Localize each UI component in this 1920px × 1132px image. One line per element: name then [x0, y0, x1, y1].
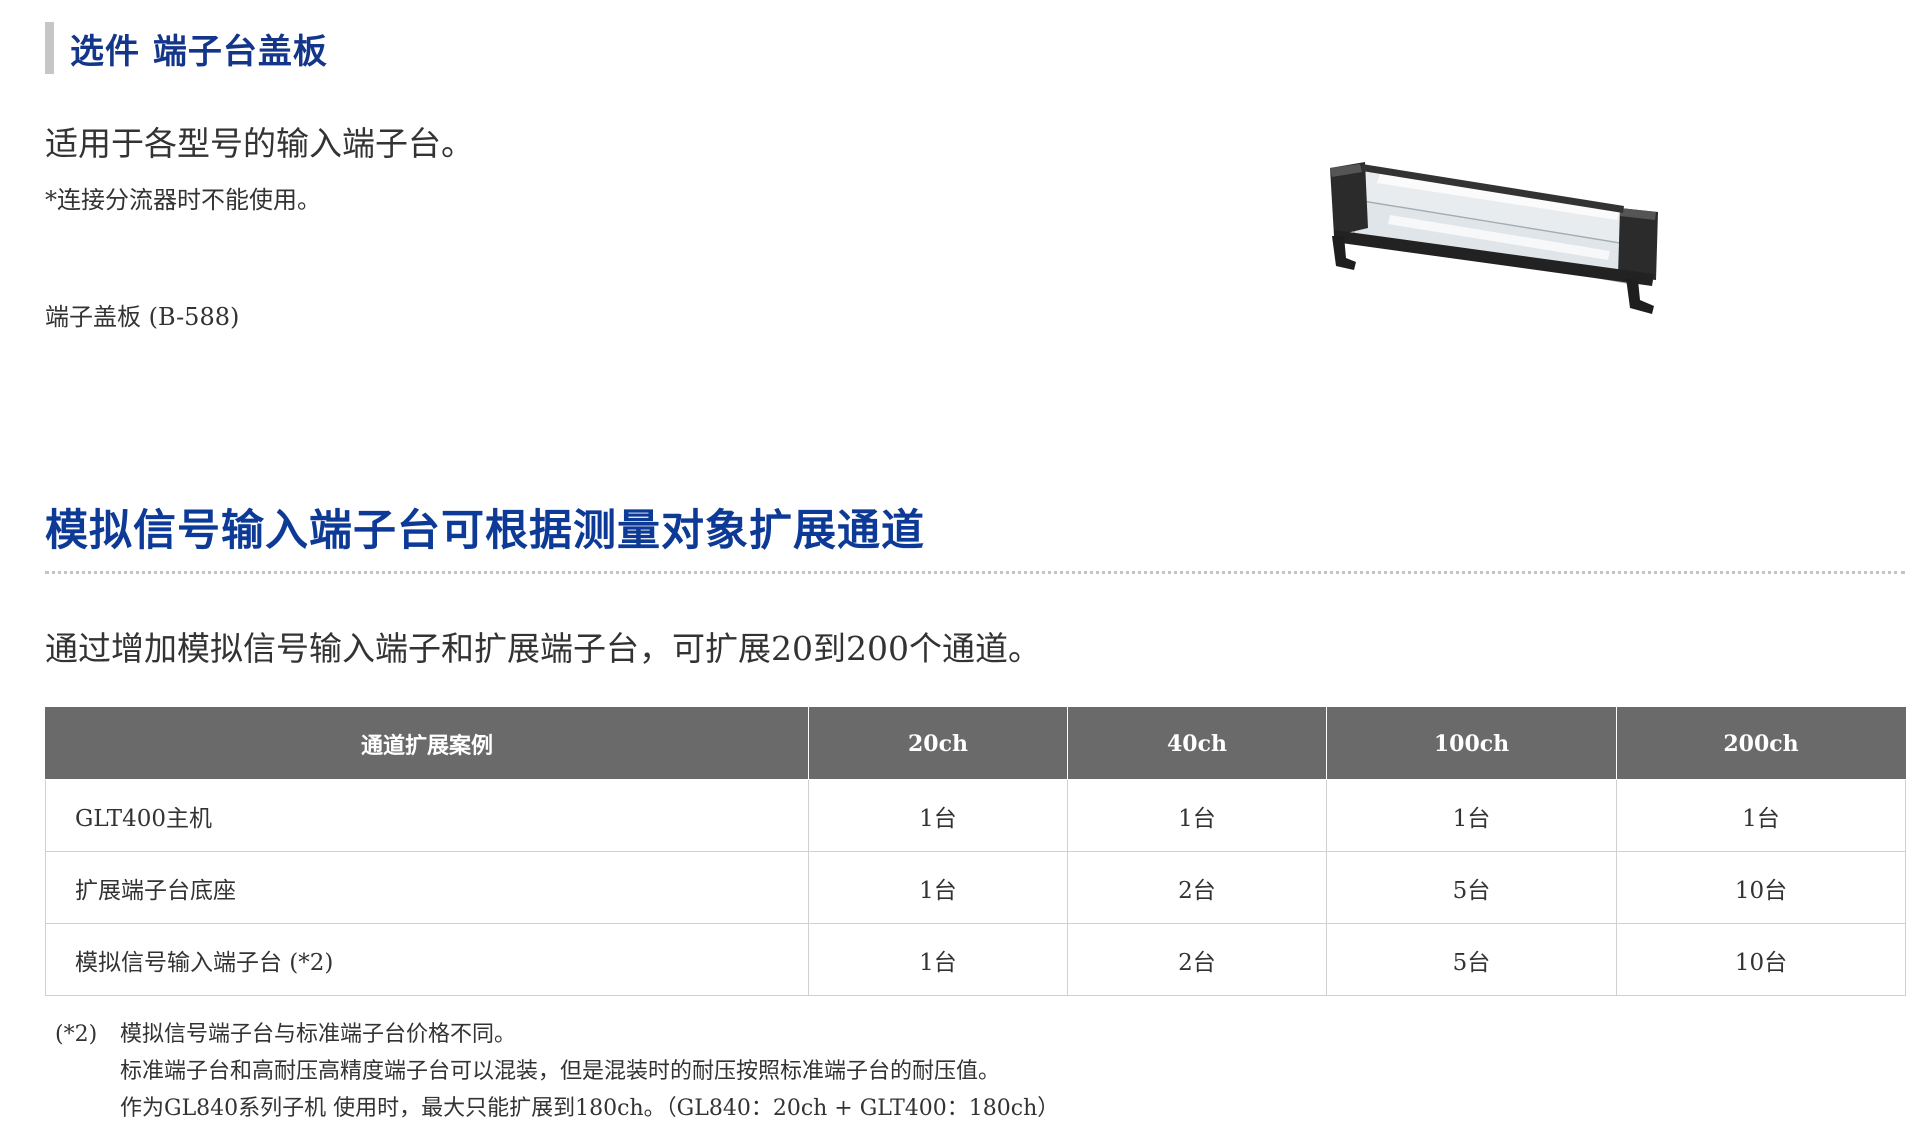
table-row: GLT400主机 1台 1台 1台 1台 — [45, 779, 1906, 852]
table-cell: 扩展端子台底座 — [45, 851, 809, 924]
table-cell: GLT400主机 — [45, 779, 809, 852]
table-cell: 5台 — [1326, 923, 1617, 996]
footnote-line: 作为GL840系列子机 使用时，最大只能扩展到180ch。（GL840：20ch… — [120, 1096, 1060, 1121]
footnote-mark: (*2) — [55, 1022, 98, 1047]
table-cell: 1台 — [808, 779, 1068, 852]
option-description: 适用于各型号的输入端子台。 — [45, 124, 474, 163]
table-cell: 2台 — [1067, 923, 1327, 996]
table-cell: 10台 — [1616, 923, 1906, 996]
table-row: 扩展端子台底座 1台 2台 5台 10台 — [45, 851, 1906, 924]
footnote-lines: 模拟信号端子台与标准端子台价格不同。 标准端子台和高耐压高精度端子台可以混装，但… — [120, 1016, 1059, 1127]
table-cell: 1台 — [808, 851, 1068, 924]
expansion-lead: 通过增加模拟信号输入端子和扩展端子台，可扩展20到200个通道。 — [45, 629, 1041, 668]
table-cell: 5台 — [1326, 851, 1617, 924]
table-cell: 1台 — [1067, 779, 1327, 852]
table-header-cell: 40ch — [1067, 707, 1327, 780]
table-header-cell: 200ch — [1616, 707, 1906, 780]
table-cell: 2台 — [1067, 851, 1327, 924]
dotted-divider — [45, 571, 1905, 574]
table-cell: 1台 — [1616, 779, 1906, 852]
expansion-title: 模拟信号输入端子台可根据测量对象扩展通道 — [45, 506, 925, 556]
table-cell: 10台 — [1616, 851, 1906, 924]
option-caption: 端子盖板 (B-588) — [45, 303, 240, 331]
footnote-line: 模拟信号端子台与标准端子台价格不同。 — [120, 1022, 517, 1047]
table-header-cell: 通道扩展案例 — [45, 707, 809, 780]
table-header-cell: 100ch — [1326, 707, 1617, 780]
footnote-line: 标准端子台和高耐压高精度端子台可以混装，但是混装时的耐压按照标准端子台的耐压值。 — [120, 1059, 1001, 1084]
table-cell: 1台 — [808, 923, 1068, 996]
channel-expansion-table: 通道扩展案例 20ch 40ch 100ch 200ch GLT400主机 1台… — [45, 707, 1906, 996]
option-heading: 选件 端子台盖板 — [45, 22, 328, 74]
table-row: 模拟信号输入端子台 (*2) 1台 2台 5台 10台 — [45, 923, 1906, 996]
table-cell: 1台 — [1326, 779, 1617, 852]
table-header-cell: 20ch — [808, 707, 1068, 780]
terminal-cover-product-image — [1330, 162, 1658, 314]
option-note: *连接分流器时不能使用。 — [45, 186, 321, 214]
table-cell: 模拟信号输入端子台 (*2) — [45, 923, 809, 996]
table-header-row: 通道扩展案例 20ch 40ch 100ch 200ch — [45, 707, 1906, 780]
